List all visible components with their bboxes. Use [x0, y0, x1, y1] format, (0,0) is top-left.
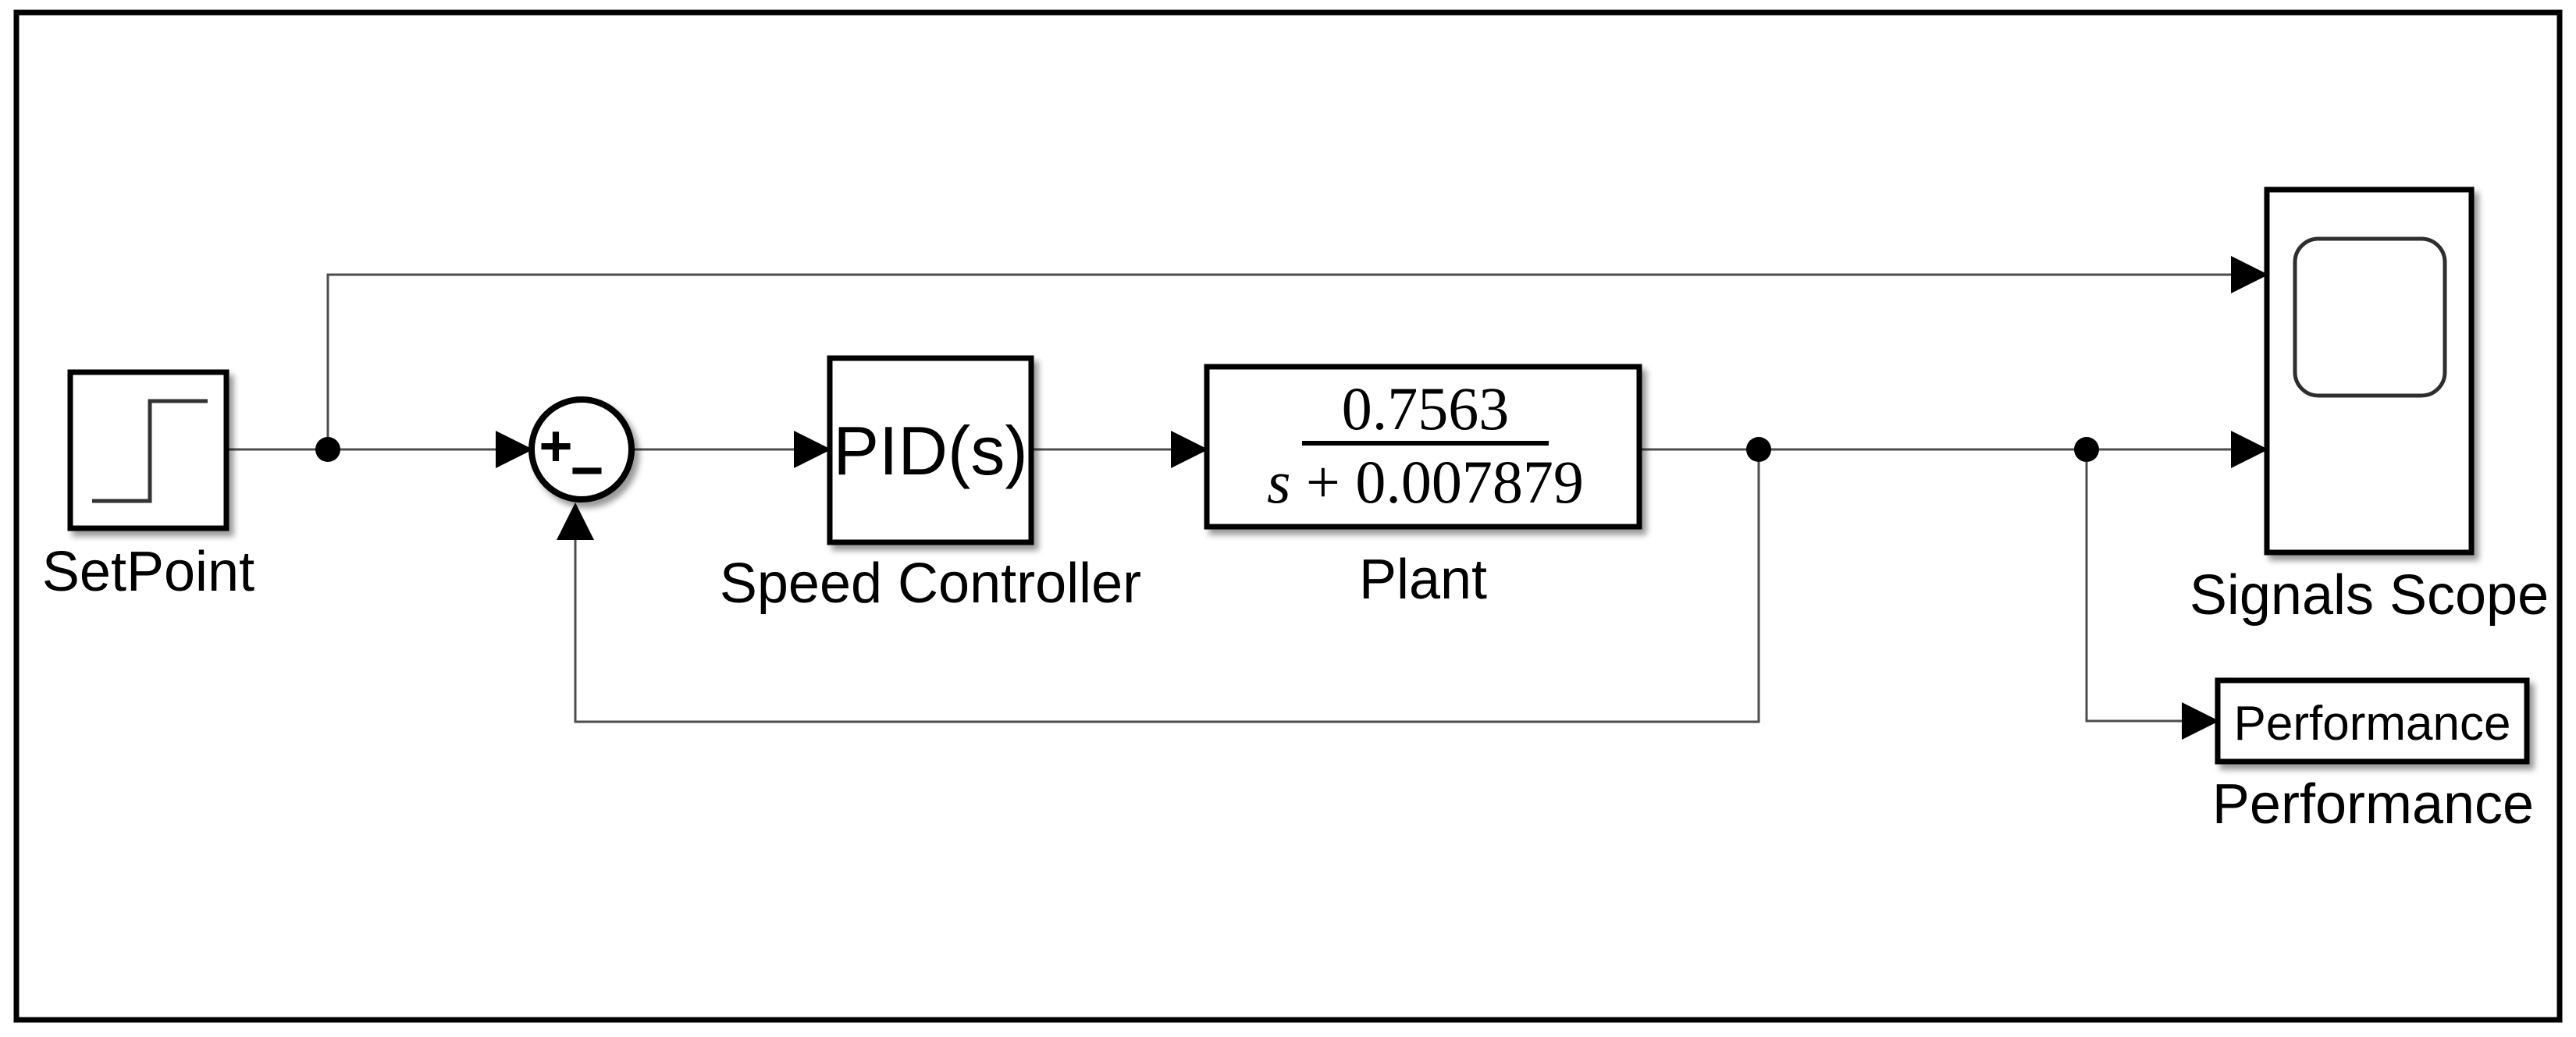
wire-group: [226, 273, 2233, 723]
signals-scope-label: Signals Scope: [2190, 564, 2549, 627]
sum-feedback-arrowhead-icon: [557, 503, 594, 540]
scope-screen-icon: [2293, 236, 2447, 398]
controller-input-arrowhead-icon: [794, 431, 831, 468]
wire-branch-to-performance[interactable]: [2085, 449, 2183, 723]
scope-top-input-arrowhead-icon: [2231, 256, 2268, 293]
step-signal-icon: [92, 399, 208, 503]
plant-denominator: s + 0.007879: [1267, 448, 1584, 516]
performance-label: Performance: [2212, 773, 2534, 836]
sum-input-arrowhead-icon: [496, 431, 533, 468]
sum-minus-sign: −: [570, 438, 603, 503]
plant-denominator-constant: + 0.007879: [1290, 448, 1584, 516]
diagram-border: [13, 9, 2563, 1023]
sum-plus-sign: +: [539, 414, 572, 478]
scope-bottom-input-arrowhead-icon: [2231, 431, 2268, 468]
wire-feedback-to-sum[interactable]: [574, 449, 1760, 723]
setpoint-block[interactable]: [67, 369, 229, 531]
pid-block-text: PID(s): [833, 412, 1027, 489]
speed-controller-block[interactable]: PID(s): [827, 355, 1034, 545]
plant-denominator-variable: s: [1267, 448, 1290, 516]
branch-dot-feedback: [1746, 437, 1771, 462]
performance-block[interactable]: Performance: [2215, 677, 2530, 765]
plant-numerator: 0.7563: [1342, 375, 1510, 442]
signals-scope-block[interactable]: [2264, 186, 2475, 556]
plant-input-arrowhead-icon: [1171, 431, 1208, 468]
wire-branch-to-scope-top[interactable]: [326, 273, 2233, 449]
performance-input-arrowhead-icon: [2182, 702, 2219, 740]
plant-block[interactable]: 0.7563 s + 0.007879: [1204, 364, 1642, 530]
speed-controller-label: Speed Controller: [720, 552, 1141, 615]
branch-dot-performance: [2074, 437, 2099, 462]
setpoint-label: SetPoint: [42, 541, 254, 603]
sum-block[interactable]: + −: [528, 396, 635, 503]
plant-label: Plant: [1359, 549, 1487, 611]
arrowhead-group: [496, 256, 2268, 740]
branch-dot-setpoint: [315, 437, 340, 462]
performance-block-text: Performance: [2234, 697, 2511, 751]
